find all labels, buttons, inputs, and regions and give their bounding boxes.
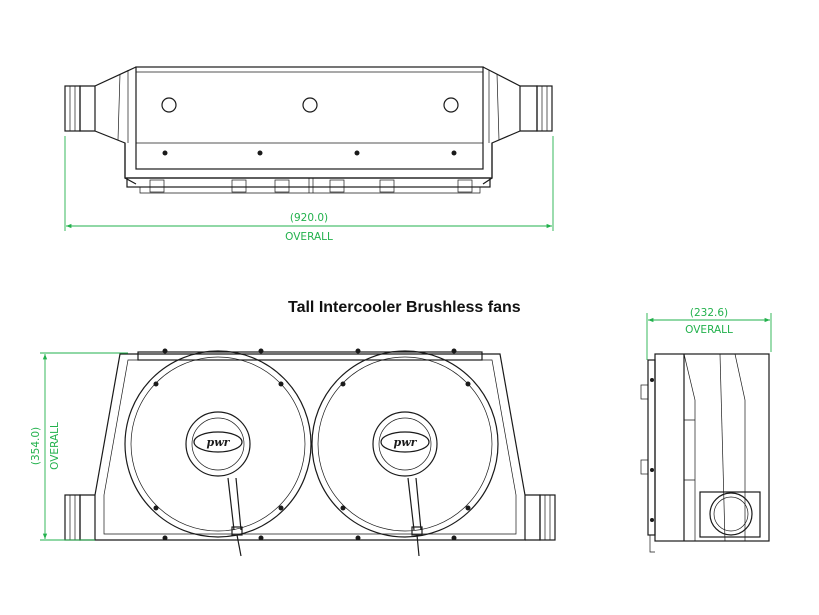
height-dimension: (354.0) OVERALL (30, 352, 128, 541)
drawing-title: Tall Intercooler Brushless fans (288, 299, 521, 316)
fan-left: pwr (124, 350, 312, 557)
width-label: OVERALL (285, 231, 333, 243)
top-view (64, 66, 553, 194)
side-view (640, 353, 770, 553)
fan-right: pwr (311, 350, 499, 557)
height-label: OVERALL (49, 422, 61, 470)
width-dimension: (920.0) OVERALL (64, 136, 554, 243)
fan-right-logo: pwr (394, 436, 418, 449)
depth-dimension: (232.6) OVERALL (646, 307, 772, 360)
depth-label: OVERALL (685, 324, 733, 336)
front-view: pwr pwr (64, 348, 556, 557)
width-value: (920.0) (290, 212, 328, 224)
height-value: (354.0) (30, 427, 42, 465)
fan-left-logo: pwr (207, 436, 231, 449)
depth-value: (232.6) (690, 307, 728, 319)
